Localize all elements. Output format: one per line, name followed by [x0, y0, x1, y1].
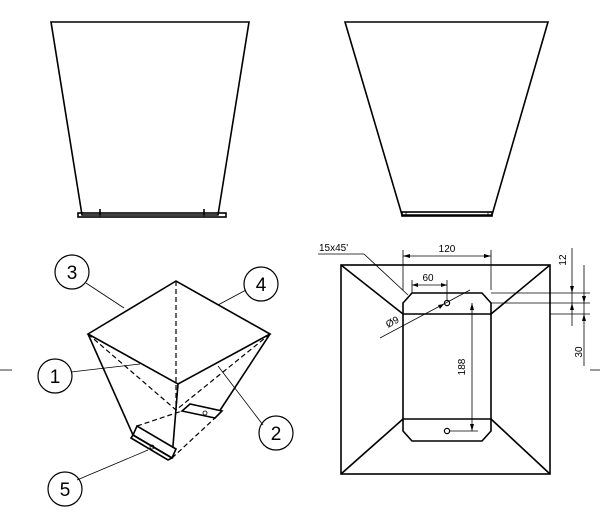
balloon-1: 1 [37, 358, 141, 394]
front-view [50, 21, 250, 218]
balloon-2: 2 [217, 365, 294, 451]
dim-slot-length: 188 [450, 303, 478, 432]
balloon-4: 4 [217, 266, 279, 306]
isometric-view [86, 280, 272, 461]
dim-chamfer: 15x45' [318, 243, 409, 296]
side-view [343, 21, 550, 217]
balloon-3-label: 3 [67, 263, 78, 284]
dim-slot-length-text: 188 [457, 358, 468, 375]
dim-slot-width-text: 60 [422, 273, 434, 284]
balloon-5-label: 5 [60, 480, 71, 501]
dim-top-width: 120 [402, 244, 492, 290]
balloon-1-label: 1 [50, 367, 61, 388]
balloon-3: 3 [54, 254, 125, 309]
dim-chamfer-text: 15x45' [319, 243, 348, 254]
dim-offset-large-text: 30 [574, 346, 585, 358]
balloon-4-label: 4 [256, 275, 267, 296]
dim-offsets: 12 30 [491, 248, 590, 366]
dim-top-width-text: 120 [439, 244, 456, 255]
dim-slot-width: 60 [411, 273, 448, 300]
balloon-5: 5 [47, 449, 149, 507]
top-view [340, 264, 551, 475]
dim-offset-small-text: 12 [558, 254, 569, 266]
balloon-2-label: 2 [271, 424, 282, 445]
